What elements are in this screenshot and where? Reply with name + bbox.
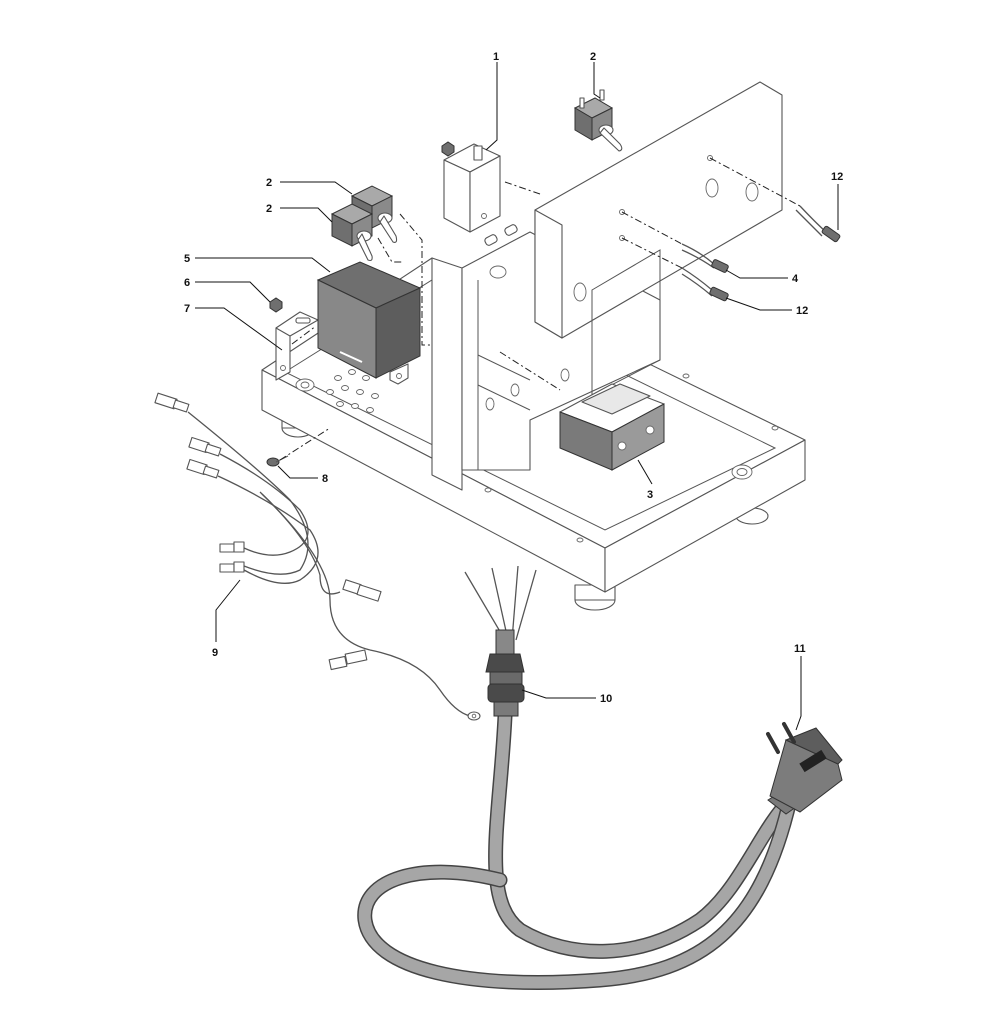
callout-2-top: 2 bbox=[590, 51, 596, 63]
sensor-lead-12-upper bbox=[795, 205, 841, 243]
wire-harness bbox=[154, 392, 481, 721]
callout-4: 4 bbox=[792, 273, 799, 285]
sensor-lead-12-lower bbox=[681, 267, 729, 302]
assembly-lines bbox=[279, 157, 801, 461]
leader-lines bbox=[195, 62, 839, 731]
callout-5: 5 bbox=[184, 253, 190, 265]
terminal-block-cover bbox=[441, 141, 501, 233]
callout-6: 6 bbox=[184, 277, 190, 289]
toggle-switch-left-front bbox=[330, 203, 374, 262]
callout-7: 7 bbox=[184, 303, 190, 315]
hex-screw-6 bbox=[269, 297, 283, 313]
panel-hole-3 bbox=[573, 282, 587, 302]
schuko-plug bbox=[766, 722, 843, 815]
callout-3: 3 bbox=[647, 489, 653, 501]
upper-switch-panel bbox=[484, 81, 783, 396]
relay-box bbox=[316, 261, 422, 385]
indicator-module bbox=[559, 383, 665, 471]
callout-1: 1 bbox=[493, 51, 499, 63]
base-holes bbox=[295, 368, 779, 543]
toggle-switch-top bbox=[573, 89, 623, 152]
panel-hole-1 bbox=[705, 178, 719, 198]
power-cord bbox=[357, 565, 798, 990]
screw-8 bbox=[266, 455, 289, 467]
callout-8: 8 bbox=[322, 473, 328, 485]
callout-2-left-lower: 2 bbox=[266, 203, 272, 215]
angle-bracket bbox=[275, 311, 319, 381]
panel-hole-2 bbox=[745, 182, 759, 202]
callout-2-left-upper: 2 bbox=[266, 177, 272, 189]
callout-11: 11 bbox=[794, 643, 806, 655]
callout-labels: 1 2 2 2 3 4 5 6 7 8 9 10 11 12 12 bbox=[184, 51, 843, 705]
callout-12-lower: 12 bbox=[796, 305, 808, 317]
sensor-lead-4 bbox=[681, 243, 729, 273]
upper-panel-side bbox=[534, 209, 563, 339]
callout-10: 10 bbox=[600, 693, 612, 705]
rear-panel-edge bbox=[431, 257, 463, 491]
callout-12-upper: 12 bbox=[831, 171, 843, 183]
callout-9: 9 bbox=[212, 647, 218, 659]
